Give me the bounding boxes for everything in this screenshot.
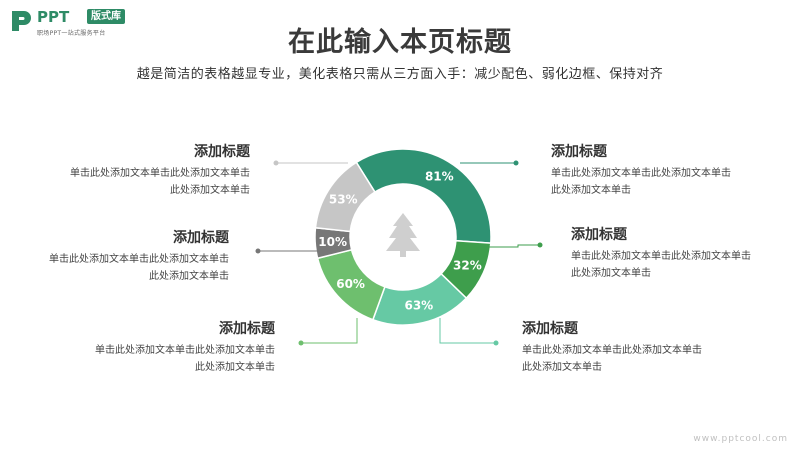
leader-dot xyxy=(537,242,543,248)
callout-title: 添加标题 xyxy=(173,230,229,246)
page-title: 在此输入本页标题 xyxy=(288,27,512,58)
callout-body: 单击此处添加文本单击此处添加文本单击此处添加文本单击 xyxy=(70,168,250,196)
callout-body: 单击此处添加文本单击此处添加文本单击此处添加文本单击 xyxy=(571,251,751,279)
callout-title: 添加标题 xyxy=(551,144,607,160)
segment-value-label: 63% xyxy=(404,299,433,313)
callout-body: 单击此处添加文本单击此处添加文本单击此处添加文本单击 xyxy=(551,168,731,196)
callout-title: 添加标题 xyxy=(571,227,627,243)
callout-6: 添加标题单击此处添加文本单击此处添加文本单击此处添加文本单击 xyxy=(70,143,250,199)
leader-dot xyxy=(513,160,519,166)
brand-logo: PPT 版式库 职场PPT一站式服务平台 xyxy=(10,8,160,38)
callout-2: 添加标题单击此处添加文本单击此处添加文本单击此处添加文本单击 xyxy=(571,226,751,282)
callout-title: 添加标题 xyxy=(219,321,275,337)
donut-segment xyxy=(355,148,492,244)
leader-dot xyxy=(255,248,261,254)
callout-1: 添加标题单击此处添加文本单击此处添加文本单击此处添加文本单击 xyxy=(551,143,731,199)
callout-title: 添加标题 xyxy=(522,321,578,337)
callout-5: 添加标题单击此处添加文本单击此处添加文本单击此处添加文本单击 xyxy=(49,229,229,285)
segment-value-label: 10% xyxy=(318,235,347,249)
callout-title: 添加标题 xyxy=(194,144,250,160)
tree-icon xyxy=(386,213,420,257)
segment-value-label: 32% xyxy=(453,259,482,273)
callout-body: 单击此处添加文本单击此处添加文本单击此处添加文本单击 xyxy=(522,345,702,373)
leader-line xyxy=(301,318,358,344)
leader-line xyxy=(439,318,496,344)
leader-dot xyxy=(298,340,304,346)
callout-body: 单击此处添加文本单击此处添加文本单击此处添加文本单击 xyxy=(95,345,275,373)
callout-4: 添加标题单击此处添加文本单击此处添加文本单击此处添加文本单击 xyxy=(95,320,275,376)
segment-value-label: 81% xyxy=(425,170,454,184)
callout-body: 单击此处添加文本单击此处添加文本单击此处添加文本单击 xyxy=(49,254,229,282)
watermark: www.pptcool.com xyxy=(693,434,788,444)
page-subtitle: 越是简洁的表格越显专业，美化表格只需从三方面入手：减少配色、弱化边框、保持对齐 xyxy=(136,67,664,82)
leader-dot xyxy=(273,160,279,166)
donut-segment xyxy=(314,161,376,233)
segment-value-label: 60% xyxy=(336,277,365,291)
leader-line xyxy=(483,244,540,248)
logo-tagline: 职场PPT一站式服务平台 xyxy=(37,30,106,37)
logo-name: PPT xyxy=(37,8,70,26)
logo-badge: 版式库 xyxy=(87,9,125,24)
segment-value-label: 53% xyxy=(329,193,358,207)
logo-p-icon xyxy=(12,11,31,31)
callout-3: 添加标题单击此处添加文本单击此处添加文本单击此处添加文本单击 xyxy=(522,320,702,376)
leader-dot xyxy=(493,340,499,346)
